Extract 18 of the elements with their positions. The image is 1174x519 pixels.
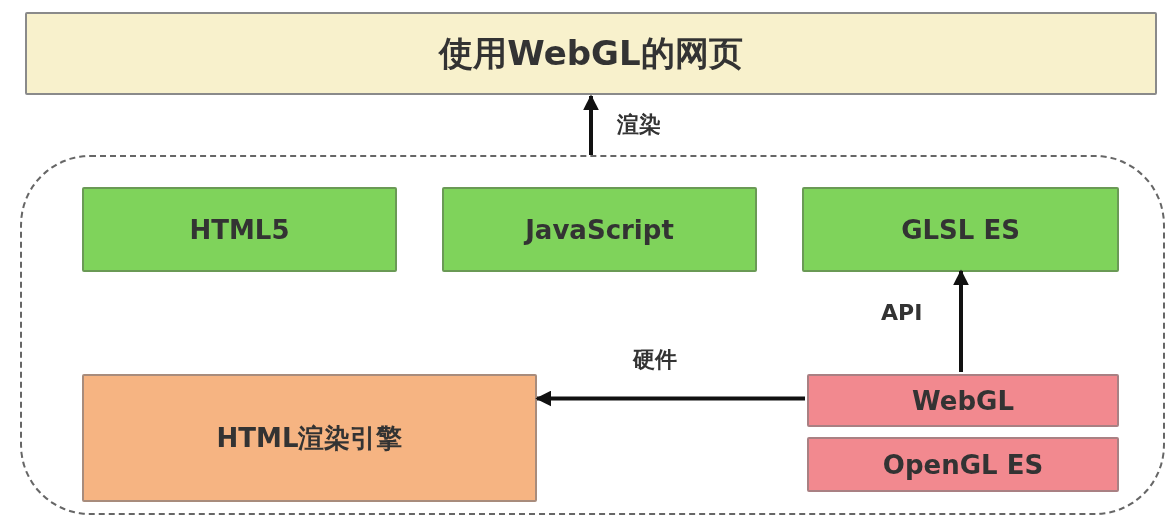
api-box [807,437,1119,492]
box-label: HTML5 [189,214,290,245]
dashed-container [20,155,1165,515]
box-label: GLSL ES [901,214,1020,245]
box-label: 使用WebGL的网页 [439,31,743,75]
component-box [82,187,397,272]
page-box [25,12,1157,95]
arrow [535,390,805,407]
box-label: OpenGL ES [882,449,1044,480]
component-box [442,187,757,272]
box-label: HTML渲染引擎 [216,421,403,455]
engine-box [82,374,537,502]
arrow [583,94,599,155]
arrow [953,269,969,372]
api-box [807,374,1119,427]
box-label: JavaScript [525,214,674,245]
component-box [802,187,1119,272]
box-label: WebGL [912,385,1014,416]
